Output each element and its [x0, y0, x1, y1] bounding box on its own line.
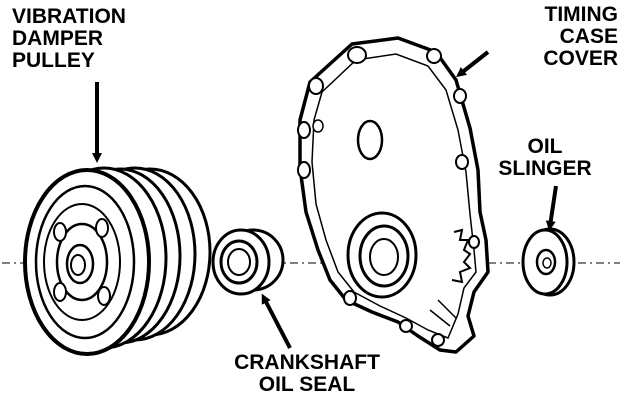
label-line: COVER: [543, 47, 618, 70]
arrow-crankshaft-oil-seal: [261, 293, 292, 349]
oil-slinger-label: OIL SLINGER: [480, 136, 610, 180]
label-line: OIL SEAL: [258, 373, 356, 396]
label-line: CASE: [559, 25, 618, 48]
arrow-oil-slinger: [545, 185, 558, 231]
crankshaft-oil-seal: [211, 228, 285, 296]
label-line: SLINGER: [498, 157, 592, 180]
vibration-damper-pulley-label: VIBRATION DAMPER PULLEY: [12, 6, 126, 72]
label-line: CRANKSHAFT: [234, 351, 380, 374]
label-line: VIBRATION: [12, 5, 126, 28]
label-line: DAMPER: [12, 27, 104, 50]
arrow-timing-case-cover: [456, 50, 490, 78]
label-line: PULLEY: [12, 49, 95, 72]
label-line: OIL: [527, 135, 563, 158]
timing-case-cover-label: TIMING CASE COVER: [480, 4, 618, 70]
label-line: TIMING: [544, 3, 619, 26]
vibration-damper-pulley: [23, 166, 212, 356]
crankshaft-oil-seal-label: CRANKSHAFT OIL SEAL: [200, 352, 414, 396]
timing-case-cover: [297, 36, 490, 354]
oil-slinger: [521, 227, 576, 297]
